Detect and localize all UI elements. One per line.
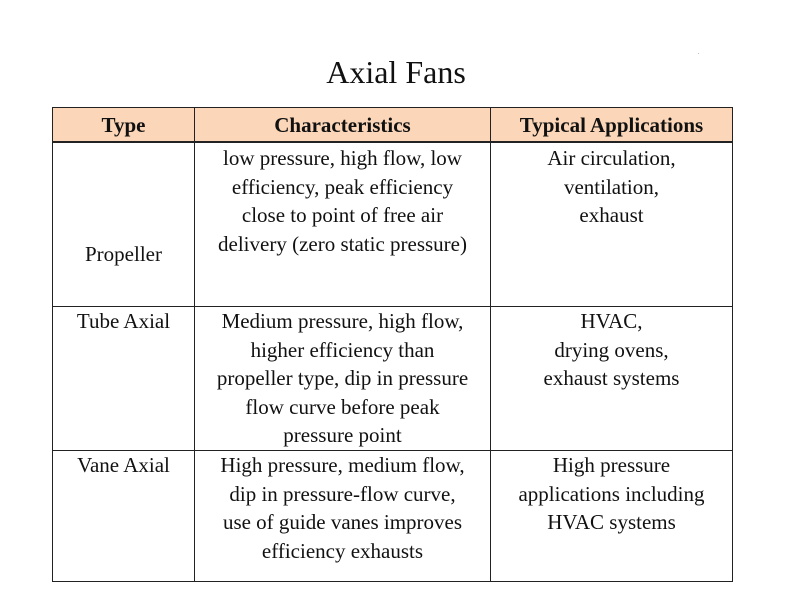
text-line: ventilation, <box>563 174 660 199</box>
text-line: propeller type, dip in pressure <box>216 366 469 390</box>
text-line: High pressure, medium flow, <box>220 453 465 477</box>
text-line: efficiency, peak efficiency <box>231 174 454 199</box>
corner-marker: . <box>698 50 700 56</box>
text-line: High pressure <box>552 453 671 477</box>
characteristics-cell: High pressure, medium flow, dip in press… <box>194 450 491 582</box>
header-type: Type <box>52 107 195 143</box>
text-line: exhaust systems <box>543 366 680 390</box>
text-line: higher efficiency than <box>250 337 435 362</box>
text-line: close to point of free air <box>241 203 444 227</box>
text-line: HVAC, <box>580 309 643 333</box>
header-characteristics: Characteristics <box>194 107 491 143</box>
type-cell: Vane Axial <box>52 450 195 582</box>
header-applications: Typical Applications <box>490 107 733 143</box>
text-line: dip in pressure-flow curve, <box>229 481 456 506</box>
text-line: delivery (zero static pressure) <box>218 231 467 256</box>
table-header-row: Type Characteristics Typical Application… <box>52 107 733 143</box>
text-line: efficiency exhausts <box>261 538 424 563</box>
characteristics-cell: Medium pressure, high flow, higher effic… <box>194 306 491 451</box>
text-line: drying ovens, <box>554 337 669 362</box>
text-line: Air circulation, <box>547 146 676 170</box>
table-row: Vane Axial High pressure, medium flow, d… <box>52 450 733 582</box>
text-line: low pressure, high flow, low <box>223 146 462 170</box>
table-row: Propeller low pressure, high flow, low e… <box>52 141 733 307</box>
axial-fans-table: Type Characteristics Typical Application… <box>52 107 733 582</box>
text-line: HVAC systems <box>547 510 676 534</box>
text-line: Medium pressure, high flow, <box>221 309 464 333</box>
text-line: pressure point <box>283 423 402 447</box>
slide-title: Axial Fans <box>326 54 466 90</box>
text-line: flow curve before peak <box>245 394 440 419</box>
type-cell: Propeller <box>52 141 195 307</box>
characteristics-cell: low pressure, high flow, low efficiency,… <box>194 141 491 307</box>
applications-cell: High pressure applications including HVA… <box>490 450 733 582</box>
type-cell: Tube Axial <box>52 306 195 451</box>
text-line: use of guide vanes improves <box>222 510 463 534</box>
text-line: exhaust <box>579 203 644 227</box>
applications-cell: HVAC, drying ovens, exhaust systems <box>490 306 733 451</box>
applications-cell: Air circulation, ventilation, exhaust <box>490 141 733 307</box>
table-row: Tube Axial Medium pressure, high flow, h… <box>52 306 733 451</box>
text-line: applications including <box>518 481 705 506</box>
